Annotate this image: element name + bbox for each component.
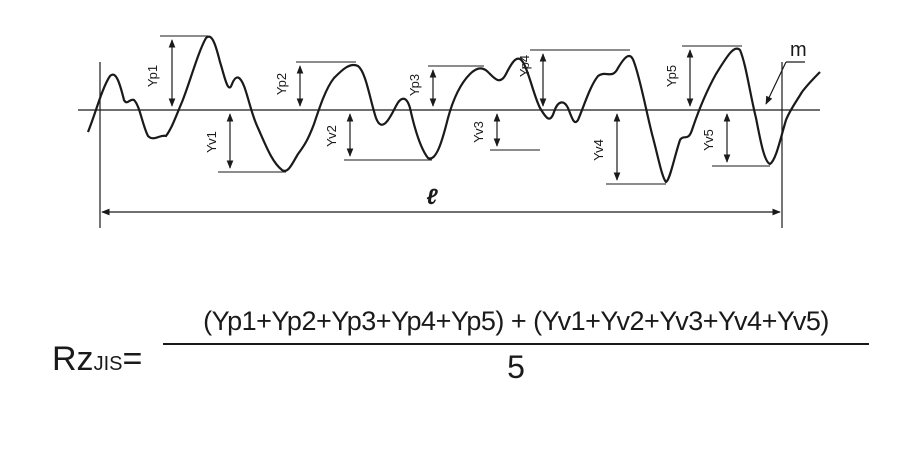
- peak-3-label: Yp3: [407, 74, 422, 96]
- valley-1-label: Yv1: [204, 131, 219, 153]
- roughness-profile-curve: [86, 35, 821, 184]
- valley-2-label: Yv2: [324, 125, 339, 147]
- peak-1-label: Yp1: [145, 65, 160, 87]
- rz-formula: RzJIS= (Yp1+Yp2+Yp3+Yp4+Yp5) + (Yv1+Yv2+…: [0, 300, 903, 440]
- formula-denominator: 5: [507, 349, 525, 385]
- formula-lhs-subscript: JIS: [93, 353, 123, 375]
- formula-lhs-main: Rz: [52, 340, 94, 378]
- formula-equals-sign: =: [122, 340, 143, 378]
- mean-line-label: m: [790, 39, 807, 61]
- formula-lhs: RzJIS=: [52, 340, 142, 379]
- formula-numerator: (Yp1+Yp2+Yp3+Yp4+Yp5) + (Yv1+Yv2+Yv3+Yv4…: [203, 306, 829, 336]
- valley-4-label: Yv4: [591, 139, 606, 161]
- peak-5-label: Yp5: [664, 65, 679, 87]
- peak-4-label: Yp4: [517, 55, 532, 77]
- roughness-profile-diagram: ℓ m Yp1 Yp2 Yp3 Yp4 Yp5 Yv1 Yv2 Yv3 Yv4 …: [78, 35, 821, 228]
- valley-3-label: Yv3: [471, 121, 486, 143]
- peak-2-label: Yp2: [274, 73, 289, 95]
- valley-5-label: Yv5: [701, 129, 716, 151]
- fraction-bar: [163, 343, 869, 345]
- formula-fraction: (Yp1+Yp2+Yp3+Yp4+Yp5) + (Yv1+Yv2+Yv3+Yv4…: [163, 306, 869, 386]
- sampling-length-label: ℓ: [426, 184, 438, 209]
- mean-line-pointer: [765, 61, 787, 105]
